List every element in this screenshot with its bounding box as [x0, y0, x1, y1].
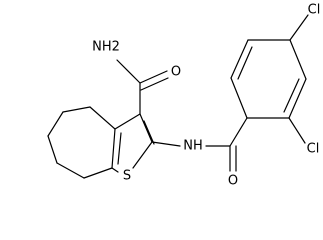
bond: [288, 78, 307, 119]
bond: [47, 111, 64, 137]
bond: [140, 77, 169, 91]
bond: [47, 135, 58, 164]
bond: [139, 70, 168, 84]
chlorine-para-label: Cl: [308, 3, 321, 18]
bond: [283, 78, 300, 113]
bond: [89, 106, 116, 130]
bond: [288, 117, 306, 144]
bond: [83, 167, 113, 179]
carboxamide-group: [116, 59, 169, 115]
bond: [116, 59, 141, 84]
dichlorophenyl-ring: [230, 14, 309, 144]
bond: [230, 77, 248, 119]
bond: [237, 46, 253, 80]
amide-linker: [151, 117, 248, 172]
chemical-structure-drawing: NH2 O S NH O Cl Cl: [47, 3, 321, 189]
bond: [111, 167, 119, 173]
amide-oxygen-label: O: [171, 65, 181, 80]
structure-canvas: NH2 O S NH O Cl Cl: [47, 2, 321, 189]
thiophene-ring: [111, 113, 155, 173]
bond: [151, 141, 181, 147]
benzamide-oxygen-label: O: [228, 174, 238, 189]
thiophene-sulfur-label: S: [123, 169, 131, 184]
bond: [132, 141, 153, 169]
bond: [56, 162, 85, 179]
bond: [117, 132, 122, 165]
bond: [289, 14, 309, 41]
bond: [139, 113, 153, 143]
bond: [230, 39, 249, 79]
bond: [289, 39, 307, 80]
bond: [143, 120, 155, 145]
bond: [229, 117, 248, 147]
bond: [111, 128, 116, 169]
bond: [114, 113, 141, 130]
cycloheptane-ring: [47, 106, 116, 179]
amide-nh2-label: NH2: [92, 40, 120, 55]
bond: [62, 106, 91, 113]
chlorine-ortho-label: Cl: [307, 142, 320, 157]
nh-linker-label: NH: [183, 139, 203, 154]
